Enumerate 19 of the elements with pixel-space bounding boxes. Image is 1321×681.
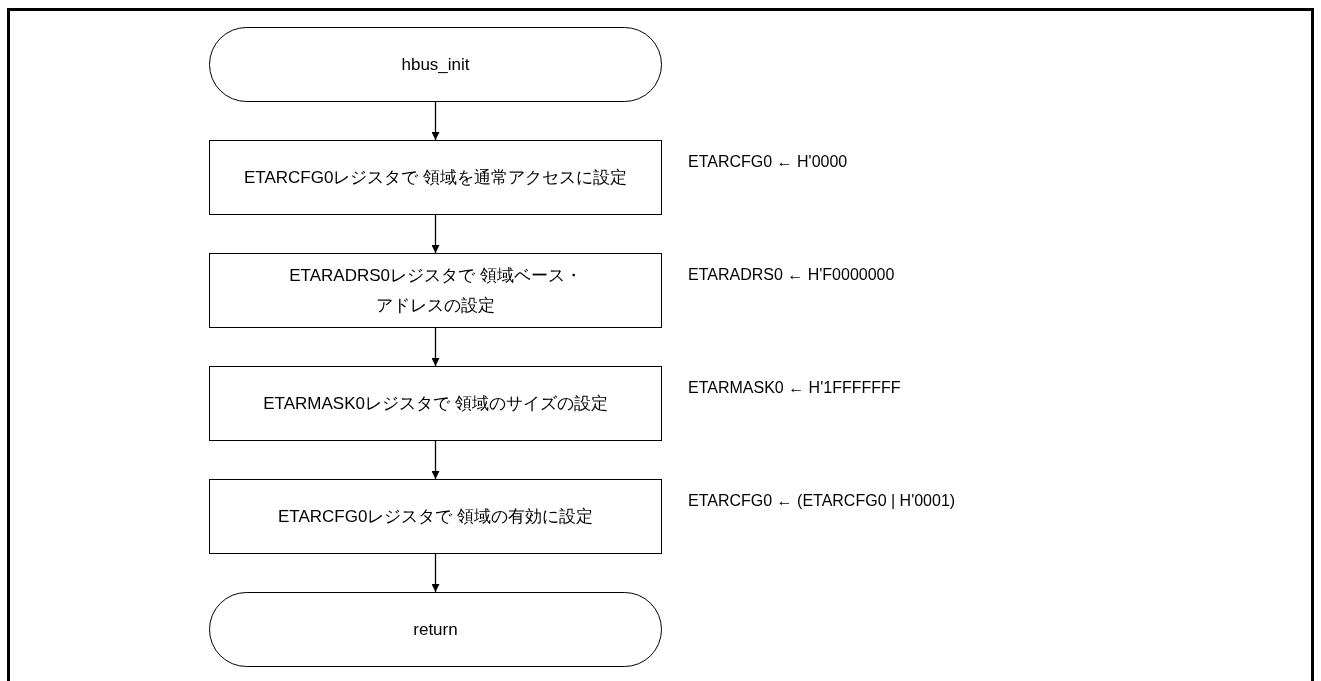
node-text: ETARCFG0レジスタで 領域を通常アクセスに設定 xyxy=(242,166,629,189)
node-text: hbus_init xyxy=(400,53,471,76)
arrow xyxy=(431,553,440,593)
process-box xyxy=(209,479,662,554)
assignment-text: ETARCFG0 ← (ETARCFG0 | H'0001) xyxy=(688,491,956,511)
node-text: ETARMASK0レジスタで 領域のサイズの設定 xyxy=(262,392,609,415)
assignment-text: ETARADRS0 ← H'F0000000 xyxy=(688,265,895,285)
arrow xyxy=(431,327,440,367)
process-box xyxy=(209,253,662,328)
assignment-text: ETARMASK0 ← H'1FFFFFFF xyxy=(688,378,901,398)
node-text: ETARADRS0レジスタで 領域ベース・アドレスの設定 xyxy=(288,264,583,317)
node-text: ETARCFG0レジスタで 領域の有効に設定 xyxy=(276,505,595,528)
arrow xyxy=(431,101,440,141)
process-box xyxy=(209,140,662,215)
assignment-text: ETARCFG0 ← H'0000 xyxy=(688,152,848,172)
arrow xyxy=(431,440,440,480)
process-box xyxy=(209,366,662,441)
arrow xyxy=(431,214,440,254)
node-text: return xyxy=(412,618,459,641)
